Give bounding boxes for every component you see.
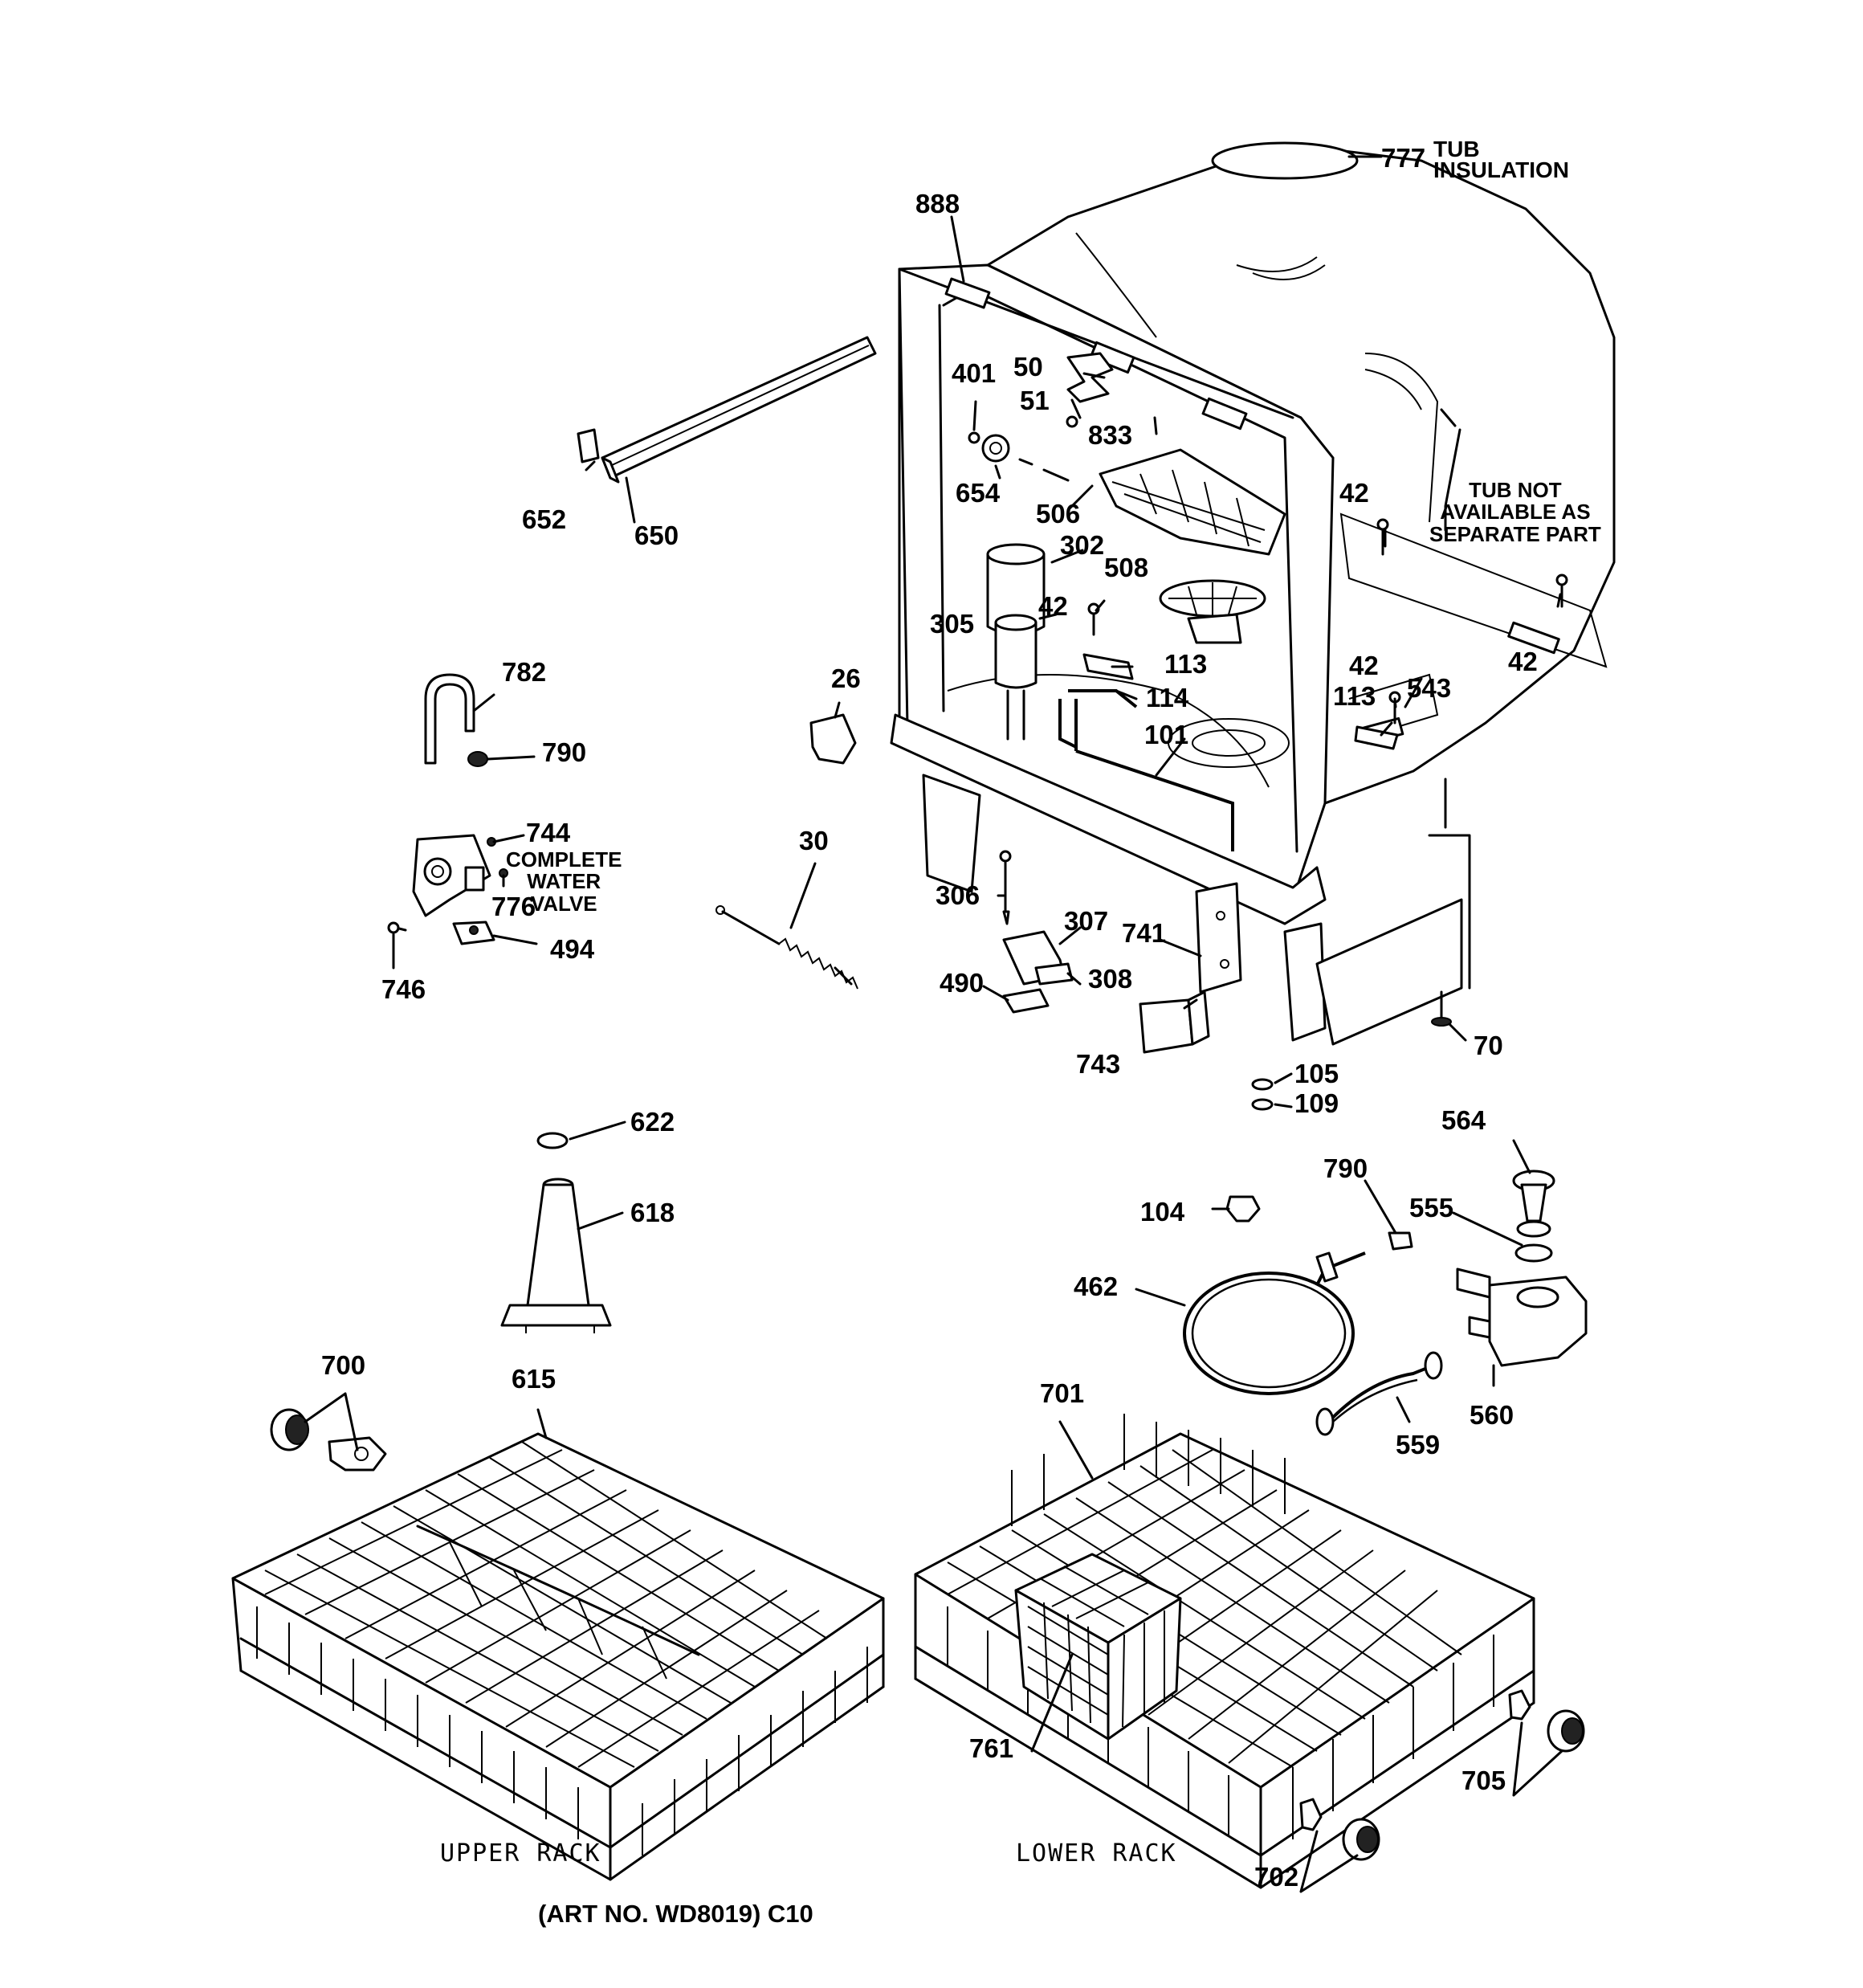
spring-30 bbox=[715, 905, 858, 990]
label-777: 777 bbox=[1381, 143, 1426, 173]
label-113-b: 113 bbox=[1333, 681, 1376, 711]
label-490: 490 bbox=[940, 968, 984, 998]
label-560: 560 bbox=[1470, 1400, 1514, 1430]
label-42-c: 42 bbox=[1508, 647, 1538, 676]
label-555: 555 bbox=[1409, 1193, 1454, 1223]
clamp-790a bbox=[467, 751, 488, 767]
label-51: 51 bbox=[1020, 386, 1050, 415]
washer-109 bbox=[1251, 1098, 1274, 1111]
label-30: 30 bbox=[799, 826, 829, 855]
label-622: 622 bbox=[630, 1107, 675, 1137]
label-tub-insulation-1: TUB bbox=[1433, 137, 1480, 161]
label-462: 462 bbox=[1074, 1272, 1119, 1301]
art-number-caption: (ART NO. WD8019) C10 bbox=[538, 1900, 813, 1928]
label-101: 101 bbox=[1144, 720, 1189, 749]
note-tub-not-line-3: SEPARATE PART bbox=[1429, 521, 1601, 546]
basket-761 bbox=[1014, 1553, 1182, 1741]
label-307: 307 bbox=[1064, 906, 1109, 936]
lower-rack-701 bbox=[914, 1414, 1535, 1889]
label-790-b: 790 bbox=[1323, 1153, 1368, 1183]
label-615: 615 bbox=[512, 1364, 556, 1394]
label-113-a: 113 bbox=[1164, 649, 1208, 679]
note-valve-line-2: WATER bbox=[527, 869, 601, 894]
pump-564-555 bbox=[1512, 1170, 1555, 1263]
rail-650 bbox=[577, 336, 877, 484]
label-564: 564 bbox=[1441, 1105, 1486, 1135]
label-302: 302 bbox=[1060, 530, 1105, 560]
upper-rack-615 bbox=[231, 1432, 885, 1881]
note-tub-not-line-2: AVAILABLE AS bbox=[1440, 500, 1591, 525]
hose-782 bbox=[424, 673, 475, 765]
clamp-790b bbox=[1388, 1231, 1413, 1251]
label-42-b: 42 bbox=[1339, 478, 1369, 508]
note-tub-not-available: TUB NOT AVAILABLE AS SEPARATE PART bbox=[1429, 478, 1601, 546]
roller-705 bbox=[1508, 1689, 1585, 1753]
label-42-a: 42 bbox=[1038, 591, 1068, 621]
note-valve-line-3: VALVE bbox=[530, 891, 597, 916]
label-401: 401 bbox=[952, 358, 997, 388]
lower-rack-title: LOWER RACK bbox=[1016, 1839, 1177, 1868]
label-42-d: 42 bbox=[1349, 651, 1379, 680]
label-700: 700 bbox=[321, 1350, 366, 1380]
top-bracket-888 bbox=[944, 277, 1248, 431]
tub-assembly bbox=[890, 141, 1616, 1046]
label-70: 70 bbox=[1474, 1031, 1503, 1060]
water-valve-744 bbox=[387, 834, 508, 945]
hose-559 bbox=[1323, 1364, 1434, 1427]
label-652: 652 bbox=[522, 504, 567, 534]
label-543: 543 bbox=[1407, 673, 1452, 703]
label-306: 306 bbox=[936, 880, 980, 910]
spray-tower-618 bbox=[500, 1132, 612, 1333]
leader-lines bbox=[304, 155, 1563, 1893]
dispenser-506 bbox=[1099, 448, 1286, 644]
label-833: 833 bbox=[1088, 420, 1133, 450]
label-705: 705 bbox=[1461, 1766, 1506, 1795]
upper-rack-title: UPPER RACK bbox=[440, 1839, 601, 1868]
label-888: 888 bbox=[915, 189, 960, 218]
part-26 bbox=[809, 713, 857, 765]
label-744: 744 bbox=[526, 818, 571, 847]
rinse-aid-302-305 bbox=[986, 543, 1046, 741]
label-701: 701 bbox=[1040, 1378, 1085, 1408]
label-114: 114 bbox=[1146, 683, 1189, 712]
label-tub-insulation-2: INSULATION bbox=[1433, 157, 1570, 182]
label-506: 506 bbox=[1036, 499, 1081, 529]
tub-hardware bbox=[968, 352, 1568, 851]
label-790-a: 790 bbox=[542, 737, 587, 767]
label-104: 104 bbox=[1140, 1197, 1185, 1227]
label-508: 508 bbox=[1104, 553, 1149, 582]
label-746: 746 bbox=[381, 974, 426, 1004]
label-26: 26 bbox=[831, 663, 861, 693]
roller-702 bbox=[1299, 1798, 1380, 1861]
roller-700 bbox=[270, 1408, 387, 1472]
label-308: 308 bbox=[1088, 964, 1133, 994]
note-valve-line-1: COMPLETE bbox=[506, 847, 622, 872]
note-tub-not-line-1: TUB NOT bbox=[1469, 478, 1562, 502]
label-494: 494 bbox=[550, 934, 595, 964]
label-782: 782 bbox=[502, 657, 547, 687]
label-702: 702 bbox=[1254, 1862, 1299, 1892]
label-105: 105 bbox=[1294, 1059, 1339, 1088]
label-109: 109 bbox=[1294, 1088, 1339, 1118]
label-654: 654 bbox=[956, 478, 1001, 508]
fitting-104 bbox=[1225, 1195, 1261, 1223]
label-776: 776 bbox=[491, 892, 536, 921]
label-650: 650 bbox=[634, 520, 679, 550]
switch-assembly bbox=[999, 850, 1242, 1054]
label-559: 559 bbox=[1396, 1430, 1441, 1459]
washer-105 bbox=[1251, 1078, 1274, 1091]
label-743: 743 bbox=[1076, 1049, 1121, 1079]
pump-560 bbox=[1456, 1268, 1588, 1367]
note-complete-water-valve: COMPLETE WATER VALVE bbox=[506, 847, 622, 916]
label-305: 305 bbox=[930, 609, 975, 639]
label-741: 741 bbox=[1122, 918, 1167, 948]
hose-462 bbox=[1183, 1251, 1366, 1395]
leg-70 bbox=[1431, 990, 1452, 1027]
label-618: 618 bbox=[630, 1198, 675, 1227]
label-50: 50 bbox=[1013, 352, 1043, 382]
label-761: 761 bbox=[969, 1733, 1014, 1763]
